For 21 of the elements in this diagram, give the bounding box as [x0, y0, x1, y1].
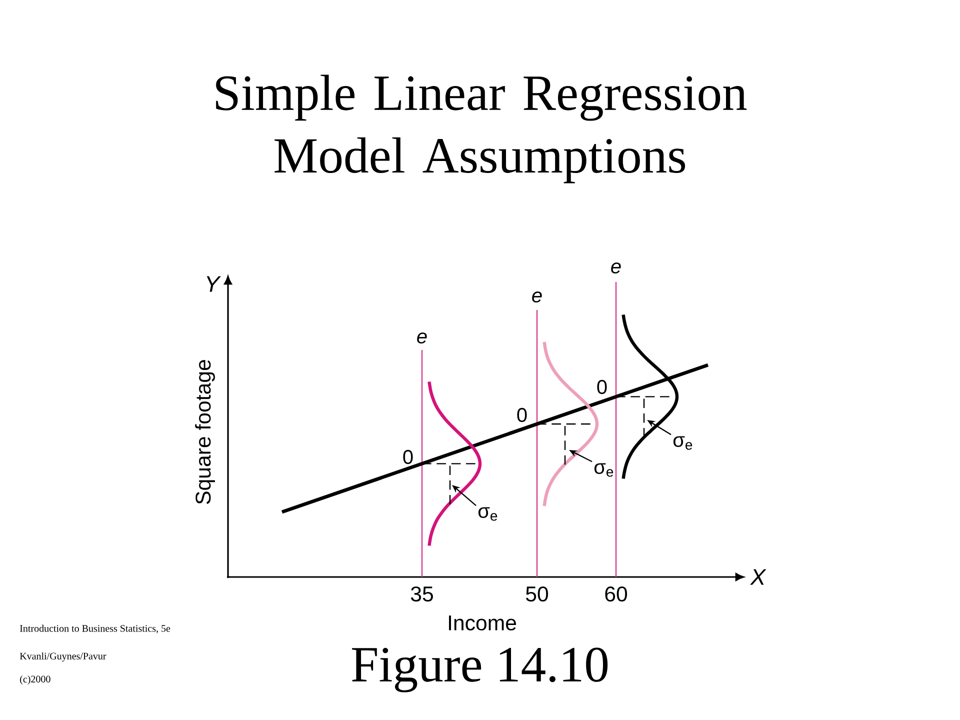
axis-label: Y [206, 276, 221, 292]
footer-note: (c)2000 [20, 675, 50, 685]
sigma-label: σ$_{e}$ [594, 463, 614, 477]
tick-label: 50 [526, 586, 548, 602]
footer-note: Introduction to Business Statistics, 5e [20, 624, 170, 634]
line-label: e [532, 292, 542, 302]
footer-note: Kvanli/Guynes/Pavur [20, 652, 106, 662]
title: Simple Linear Regression Model Assumptions [216, 74, 747, 184]
caption: Figure 14.10 [352, 648, 608, 692]
line-label: e [417, 332, 427, 344]
tick-label: 60 [605, 586, 628, 602]
line-label: e [611, 262, 621, 274]
zero-label: 0 [597, 380, 607, 394]
axis-title: Income [449, 616, 516, 630]
axis-title: Square footage [195, 360, 215, 504]
zero-label: 0 [403, 450, 413, 464]
zero-label: 0 [517, 408, 527, 422]
sigma-label: σ$_{e}$ [673, 436, 692, 450]
tick-label: 35 [410, 586, 433, 602]
sigma-label: σ$_{e}$ [478, 507, 498, 521]
axis-label: X [750, 569, 766, 585]
